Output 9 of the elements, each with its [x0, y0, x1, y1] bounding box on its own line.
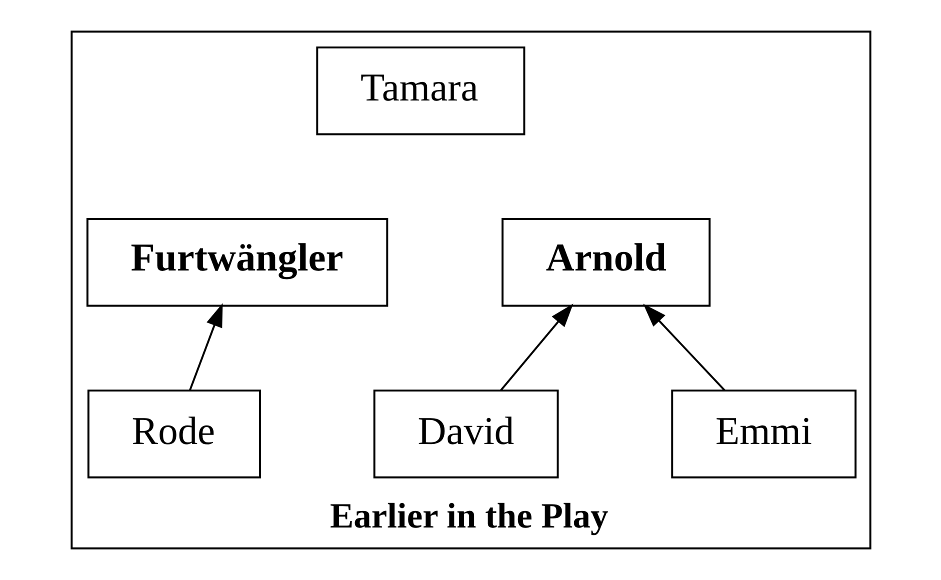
node-box: David	[372, 390, 558, 478]
arrow	[188, 303, 222, 391]
arrow	[642, 304, 726, 392]
arrow	[499, 304, 573, 392]
node-box: Rode	[86, 390, 260, 478]
node-box: Arnold	[501, 218, 710, 307]
node-box: Tamara	[316, 46, 525, 136]
node-box: Furtwängler	[86, 218, 388, 307]
node-box: Emmi	[670, 390, 856, 478]
